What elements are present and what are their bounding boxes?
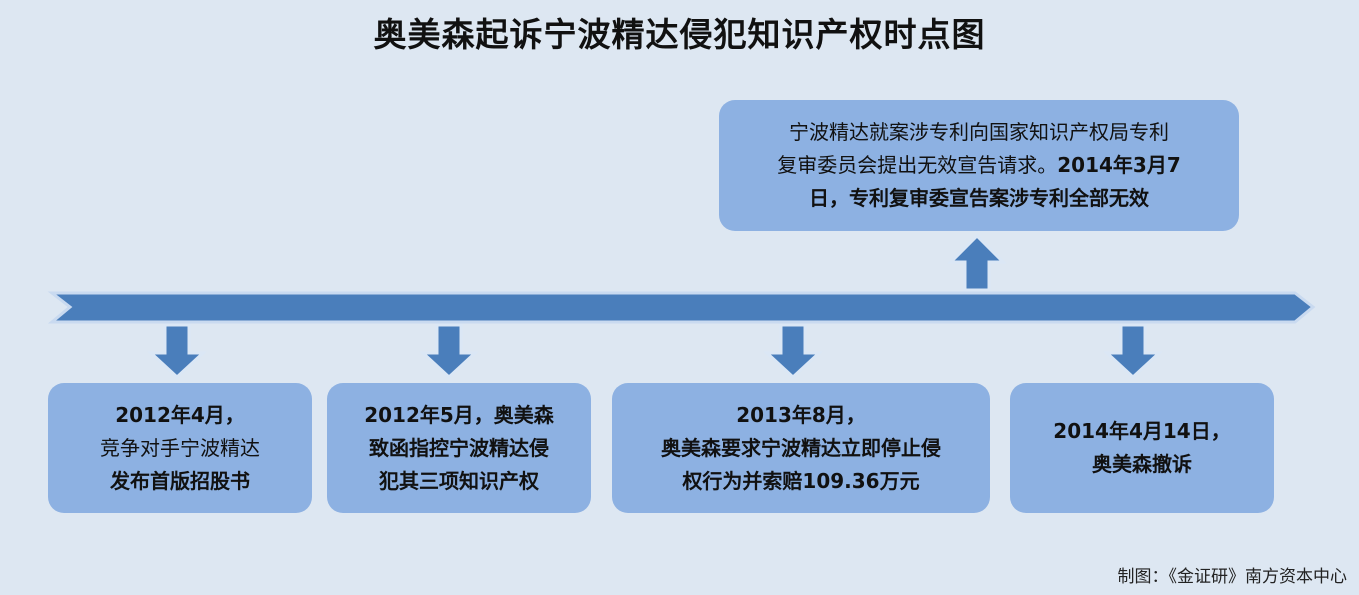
event-box-top: 宁波精达就案涉专利向国家知识产权局专利 复审委员会提出无效宣告请求。2014年3… bbox=[719, 100, 1239, 231]
event-date: 2013年8月， bbox=[736, 402, 866, 427]
event-text: 竞争对手宁波精达 bbox=[100, 435, 260, 460]
event-text: 宁波精达就案涉专利向国家知识产权局专利 bbox=[789, 120, 1169, 144]
event-box-1: 2012年4月， 竞争对手宁波精达 发布首版招股书 bbox=[48, 383, 312, 513]
down-arrow-1 bbox=[147, 323, 207, 380]
event-text: 发布首版招股书 bbox=[110, 468, 250, 493]
event-box-2: 2012年5月，奥美森 致函指控宁波精达侵 犯其三项知识产权 bbox=[327, 383, 591, 513]
event-date: 2014年3月7 bbox=[1057, 153, 1181, 177]
down-arrow-4 bbox=[1103, 323, 1163, 380]
event-text: 犯其三项知识产权 bbox=[379, 468, 539, 493]
event-text: 复审委员会提出无效宣告请求。 bbox=[777, 153, 1058, 177]
event-text: 奥美森撤诉 bbox=[1092, 452, 1192, 476]
down-arrow-3 bbox=[763, 323, 823, 380]
footer-credit: 制图：《金证研》南方资本中心 bbox=[1117, 567, 1348, 587]
up-arrow bbox=[947, 233, 1007, 292]
event-text: 日，专利复审委宣告案涉专利全部无效 bbox=[809, 186, 1149, 210]
event-date: 2014年4月14日， bbox=[1053, 419, 1231, 443]
page-title: 奥美森起诉宁波精达侵犯知识产权时点图 bbox=[373, 15, 986, 54]
event-box-4: 2014年4月14日， 奥美森撤诉 bbox=[1010, 383, 1274, 513]
event-text: 权行为并索赔109.36万元 bbox=[682, 468, 920, 493]
timeline-arrow bbox=[47, 291, 1316, 324]
event-text: 致函指控宁波精达侵 bbox=[369, 435, 549, 460]
event-text: 奥美森要求宁波精达立即停止侵 bbox=[661, 435, 941, 460]
event-box-3: 2013年8月， 奥美森要求宁波精达立即停止侵 权行为并索赔109.36万元 bbox=[612, 383, 990, 513]
event-date: 2012年4月， bbox=[115, 402, 245, 427]
event-date: 2012年5月，奥美森 bbox=[364, 402, 554, 427]
down-arrow-2 bbox=[419, 323, 479, 380]
